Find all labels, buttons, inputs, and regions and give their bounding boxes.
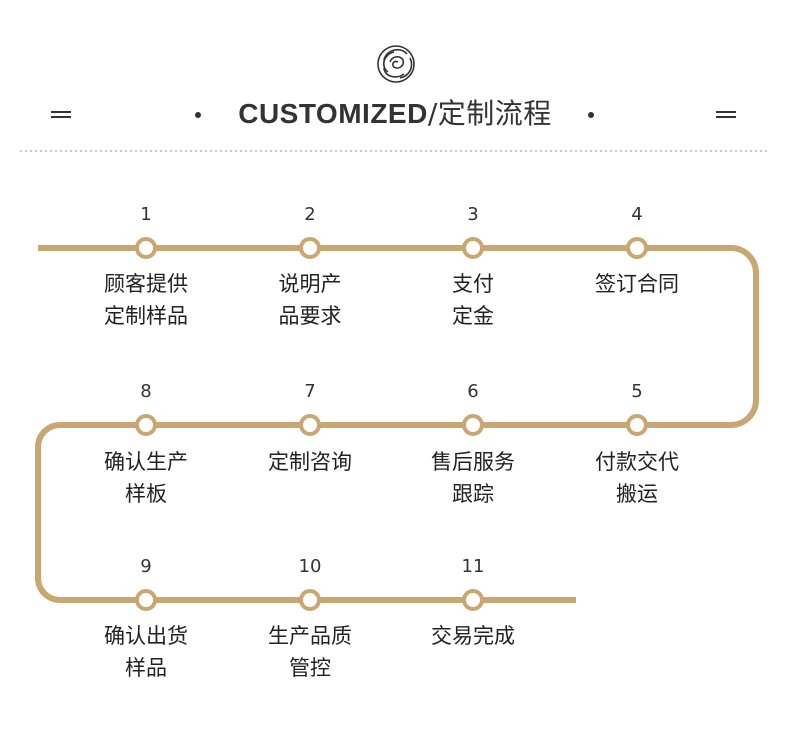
step-label-8: 确认生产样板 <box>104 450 188 506</box>
title-chinese: /定制流程 <box>427 97 552 130</box>
step-number-10: 10 <box>298 556 322 577</box>
page-title: CUSTOMIZED/定制流程 <box>0 94 790 134</box>
step-node-8 <box>135 414 157 436</box>
step-label-7: 定制咨询 <box>268 450 352 474</box>
step-node-1 <box>135 237 157 259</box>
step-label-9: 确认出货样品 <box>104 624 188 680</box>
step-node-4 <box>626 237 648 259</box>
step-number-8: 8 <box>140 381 152 402</box>
step-number-11: 11 <box>461 556 485 577</box>
right-double-bar-icon <box>716 111 736 118</box>
step-label-2: 说明产品要求 <box>278 272 342 328</box>
step-label-6: 售后服务跟踪 <box>431 450 515 506</box>
right-dot-icon <box>588 112 594 118</box>
step-label-10: 生产品质管控 <box>268 624 352 680</box>
step-number-2: 2 <box>304 204 316 225</box>
step-number-3: 3 <box>467 204 479 225</box>
step-node-11 <box>462 589 484 611</box>
step-node-2 <box>299 237 321 259</box>
step-node-3 <box>462 237 484 259</box>
step-number-5: 5 <box>631 381 643 402</box>
step-node-10 <box>299 589 321 611</box>
step-node-7 <box>299 414 321 436</box>
step-label-4: 签订合同 <box>595 272 679 296</box>
process-track <box>35 245 759 603</box>
left-double-bar-icon <box>51 111 71 118</box>
step-node-6 <box>462 414 484 436</box>
step-label-3: 支付定金 <box>452 272 494 328</box>
step-label-5: 付款交代搬运 <box>595 450 679 506</box>
step-number-4: 4 <box>631 204 643 225</box>
step-number-7: 7 <box>304 381 316 402</box>
step-node-9 <box>135 589 157 611</box>
rose-icon <box>377 45 415 83</box>
left-dot-icon <box>195 112 201 118</box>
step-number-1: 1 <box>140 204 152 225</box>
title-english: CUSTOMIZED <box>238 98 428 129</box>
step-node-5 <box>626 414 648 436</box>
step-number-6: 6 <box>467 381 479 402</box>
step-label-11: 交易完成 <box>431 624 515 648</box>
step-number-9: 9 <box>140 556 152 577</box>
step-label-1: 顾客提供定制样品 <box>104 272 188 328</box>
